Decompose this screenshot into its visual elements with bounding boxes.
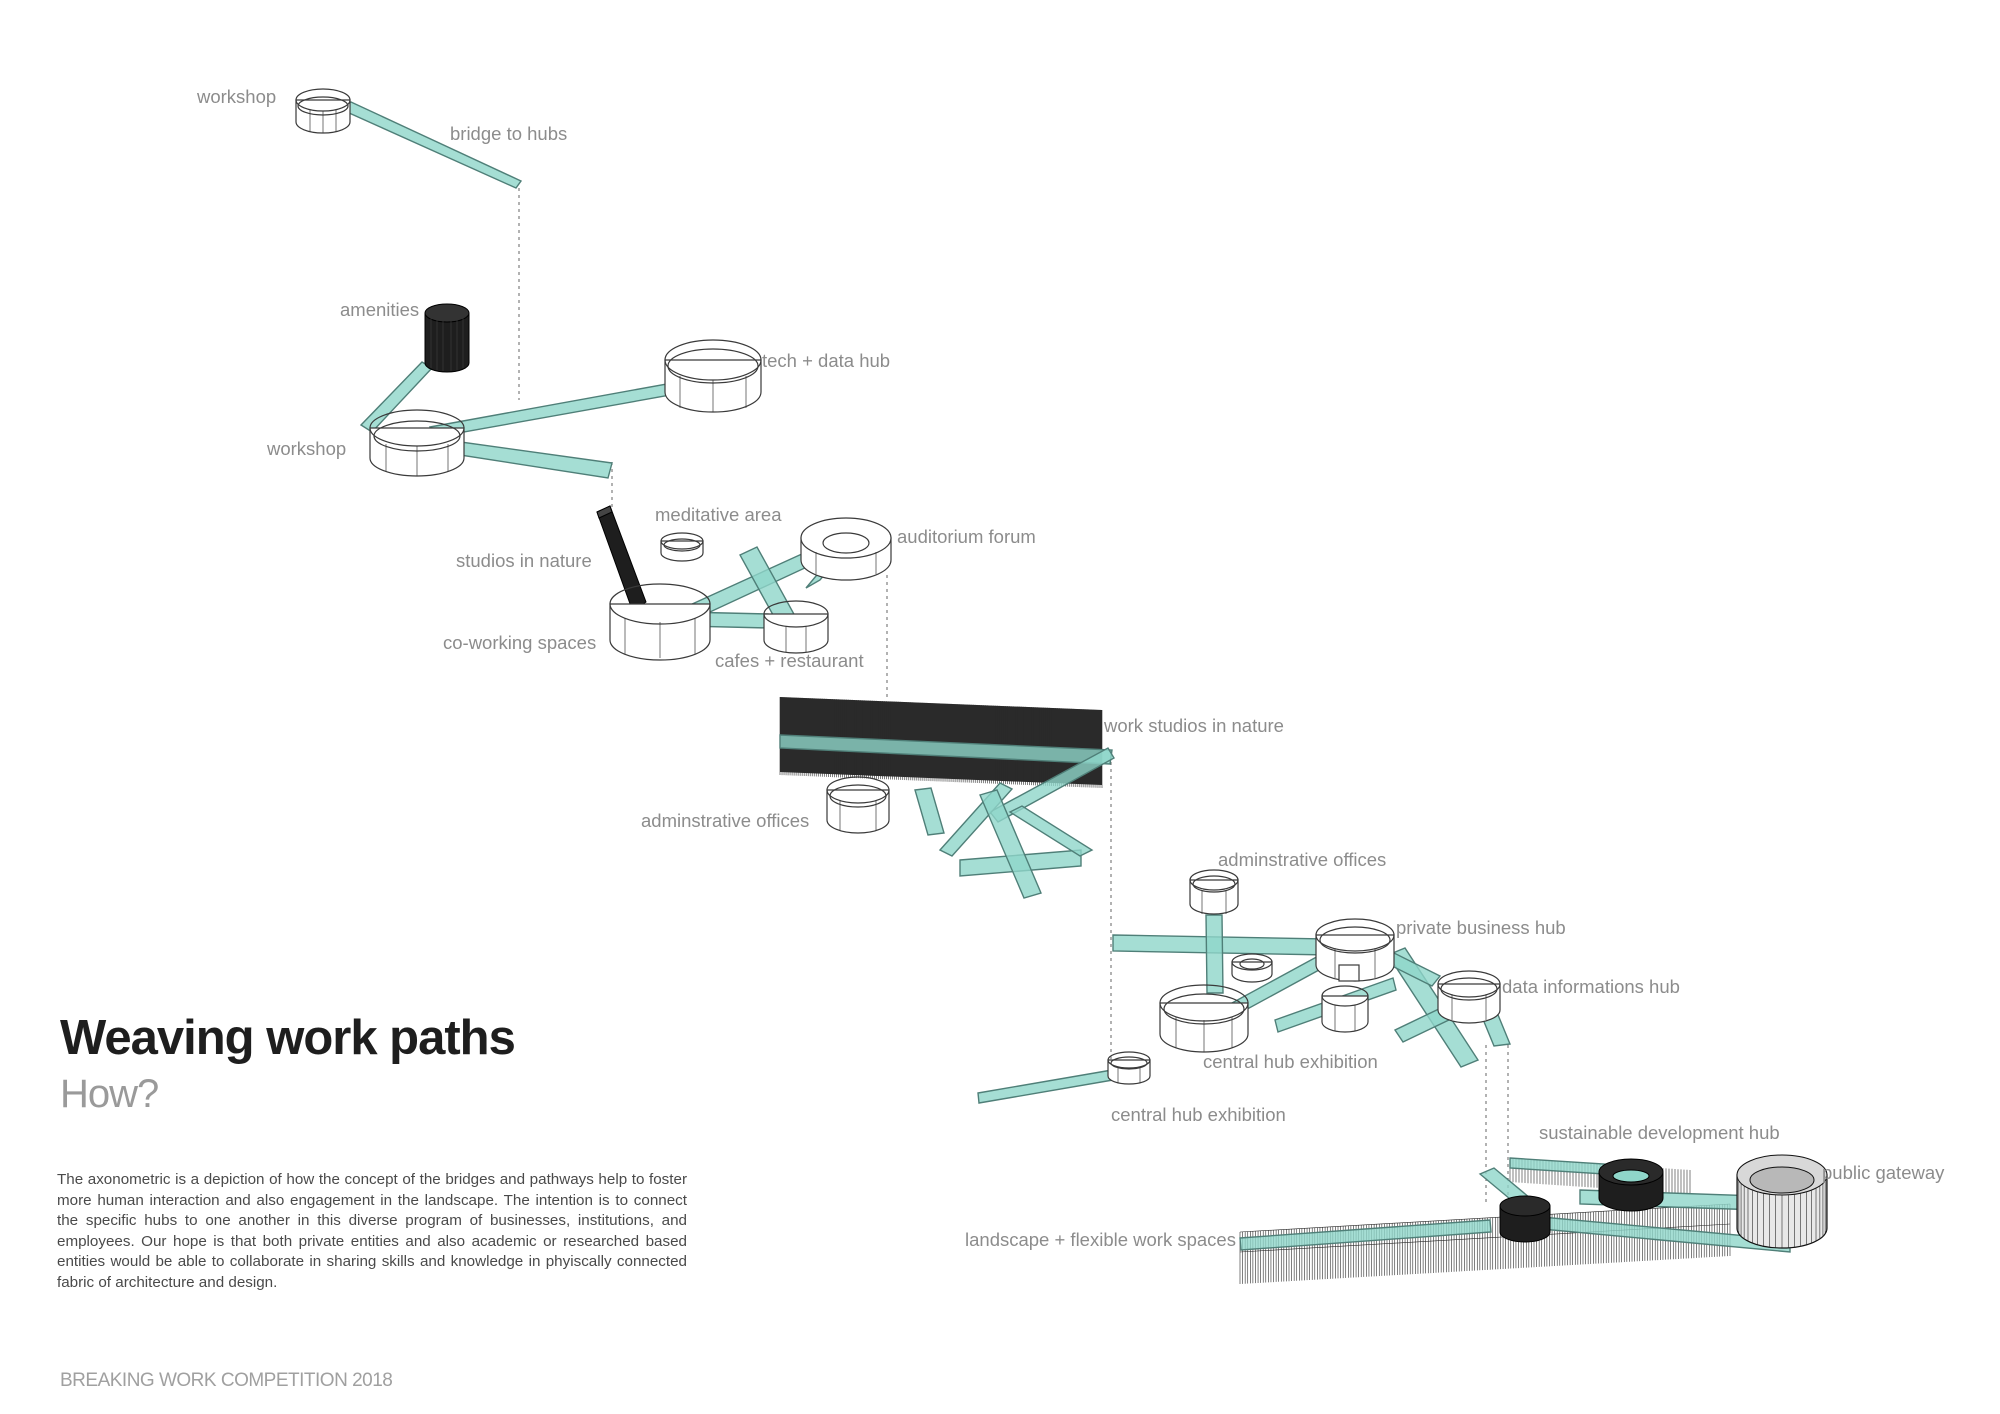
label-administrative-offices-1: adminstrative offices <box>641 810 809 831</box>
landscape-path-1 <box>1239 1219 1492 1251</box>
label-data-informations-hub: data informations hub <box>1502 976 1680 997</box>
label-landscape-flexible-work-spaces: landscape + flexible work spaces <box>965 1229 1236 1250</box>
small-ring-cylinder <box>1231 953 1273 983</box>
label-private-business-hub: private business hub <box>1396 917 1566 938</box>
public-gateway-cylinder <box>1736 1154 1828 1249</box>
private-business-hub-cylinder <box>1315 918 1395 982</box>
tier-4-work-studios <box>779 697 1115 899</box>
administrative-offices-cylinder-2 <box>1189 869 1239 915</box>
description-paragraph: The axonometric is a depiction of how th… <box>57 1171 687 1291</box>
label-central-hub-exhibition-2: central hub exhibition <box>1111 1104 1286 1125</box>
landscape-dark-cylinder <box>1499 1195 1551 1243</box>
tier-5-business-cluster <box>977 869 1511 1104</box>
tier-6-landscape <box>1239 1154 1828 1284</box>
administrative-offices-cylinder-1 <box>826 776 890 834</box>
central-hub-exhibition-cylinder-1 <box>1159 984 1249 1053</box>
label-bridge-to-hubs: bridge to hubs <box>450 123 567 144</box>
studios-path-7 <box>1008 805 1094 857</box>
studios-path-6 <box>979 789 1042 899</box>
page-subtitle: How? <box>60 1072 159 1116</box>
tech-hub-path <box>428 382 677 438</box>
label-work-studios-in-nature: work studios in nature <box>1103 715 1284 736</box>
studios-path-3 <box>914 787 945 836</box>
label-tech-data-hub: tech + data hub <box>762 350 890 371</box>
page-title: Weaving work paths <box>60 1011 516 1065</box>
label-amenities: amenities <box>340 299 419 320</box>
label-workshop-mid: workshop <box>266 438 346 459</box>
tech-data-hub-cylinder <box>664 339 762 413</box>
tier-1-workshop-bridge <box>295 88 523 189</box>
label-meditative-area: meditative area <box>655 504 782 525</box>
meditative-area-cylinder <box>660 532 704 562</box>
label-co-working-spaces: co-working spaces <box>443 632 596 653</box>
data-informations-hub-cylinder <box>1437 970 1501 1024</box>
workshop-mid-cylinder <box>369 409 465 477</box>
central-hub-exhibition-cylinder-2 <box>1107 1051 1151 1085</box>
bridge-to-hubs-path <box>336 101 523 189</box>
label-workshop-top: workshop <box>196 86 276 107</box>
tier-3-cluster <box>596 505 892 661</box>
footer-credit: BREAKING WORK COMPETITION 2018 <box>60 1370 393 1391</box>
business-path-2 <box>1205 914 1224 994</box>
auditorium-forum-ring <box>800 517 892 581</box>
label-cafes-restaurant: cafes + restaurant <box>715 650 864 671</box>
labels: workshop bridge to hubs amenities tech +… <box>196 86 1945 1250</box>
tier-2-hubs <box>359 303 762 479</box>
sustainable-development-hub-cylinder <box>1598 1158 1664 1212</box>
central-hub-bridge <box>977 1069 1114 1104</box>
label-sustainable-development-hub: sustainable development hub <box>1539 1122 1780 1143</box>
amenities-cylinder <box>424 303 470 373</box>
workshop-top-cylinder <box>295 88 351 134</box>
co-working-cylinder <box>609 583 711 661</box>
label-auditorium-forum: auditorium forum <box>897 526 1036 547</box>
label-studios-in-nature: studios in nature <box>456 550 592 571</box>
mid-cylinder <box>1321 985 1369 1033</box>
label-central-hub-exhibition-1: central hub exhibition <box>1203 1051 1378 1072</box>
studios-path-1 <box>779 734 1113 765</box>
business-path-5 <box>1386 947 1480 1068</box>
studios-in-nature-block <box>596 505 647 613</box>
label-public-gateway: public gateway <box>1822 1162 1945 1183</box>
cafes-restaurant-cylinder <box>763 600 829 654</box>
label-administrative-offices-2: adminstrative offices <box>1218 849 1386 870</box>
